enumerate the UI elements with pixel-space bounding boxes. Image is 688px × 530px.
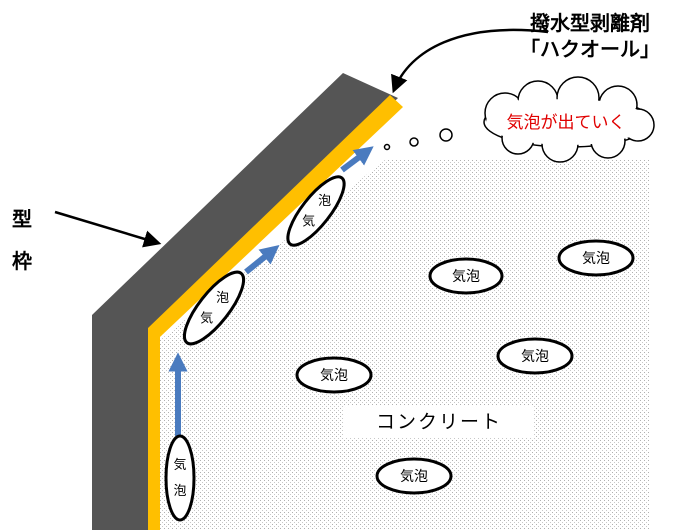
concrete-bubble-3: 気泡 bbox=[295, 356, 373, 394]
concrete-bubble-4-text: 気泡 bbox=[521, 349, 549, 365]
rise-arrow-3 bbox=[340, 146, 374, 173]
concrete-bubble-1-text: 気泡 bbox=[452, 269, 480, 285]
wall-bubble-middle-char1: 気 bbox=[200, 310, 213, 326]
concrete-bubble-5: 気泡 bbox=[375, 457, 453, 495]
wall-bubble-bottom-char1: 気 bbox=[173, 457, 186, 473]
formwork-label-2: 枠 bbox=[12, 249, 32, 273]
concrete-bubble-2-text: 気泡 bbox=[582, 251, 610, 267]
product-name-line1: 撥水型剥離剤 bbox=[530, 11, 650, 35]
thought-cloud bbox=[483, 76, 655, 163]
wall-bubble-bottom-char2: 泡 bbox=[173, 484, 186, 499]
cloud-text: 気泡が出ていく bbox=[507, 113, 626, 133]
formwork-label-1: 型 bbox=[12, 207, 32, 231]
concrete-bubble-5-text: 気泡 bbox=[400, 469, 428, 485]
concrete-label-bg bbox=[344, 405, 534, 437]
wall-bubble-middle-char2: 泡 bbox=[216, 291, 229, 306]
trail-bubble-2 bbox=[409, 137, 419, 147]
formwork-pointer-arrow bbox=[54, 210, 162, 248]
concrete-bubble-2: 気泡 bbox=[557, 239, 635, 277]
trail-bubble-3 bbox=[439, 128, 453, 142]
wall-bubble-top: 気 泡 bbox=[286, 175, 346, 247]
rise-arrow-2 bbox=[244, 244, 280, 275]
concrete-area bbox=[160, 160, 650, 530]
concrete-bubble-3-text: 気泡 bbox=[320, 368, 348, 384]
concrete-label: コンクリート bbox=[376, 411, 502, 433]
trail-bubble-1 bbox=[383, 143, 391, 151]
wall-bubble-top-char2: 泡 bbox=[318, 194, 331, 209]
product-pointer-arrow bbox=[391, 28, 549, 94]
wall-bubble-bottom: 気 泡 bbox=[164, 434, 196, 522]
concrete-bubble-4: 気泡 bbox=[496, 337, 574, 375]
concrete-bubble-1: 気泡 bbox=[428, 257, 504, 295]
product-name-line2: 「ハクオール」 bbox=[520, 37, 660, 61]
wall-bubble-middle: 気 泡 bbox=[182, 270, 246, 346]
wall-bubble-top-char1: 気 bbox=[302, 213, 315, 229]
